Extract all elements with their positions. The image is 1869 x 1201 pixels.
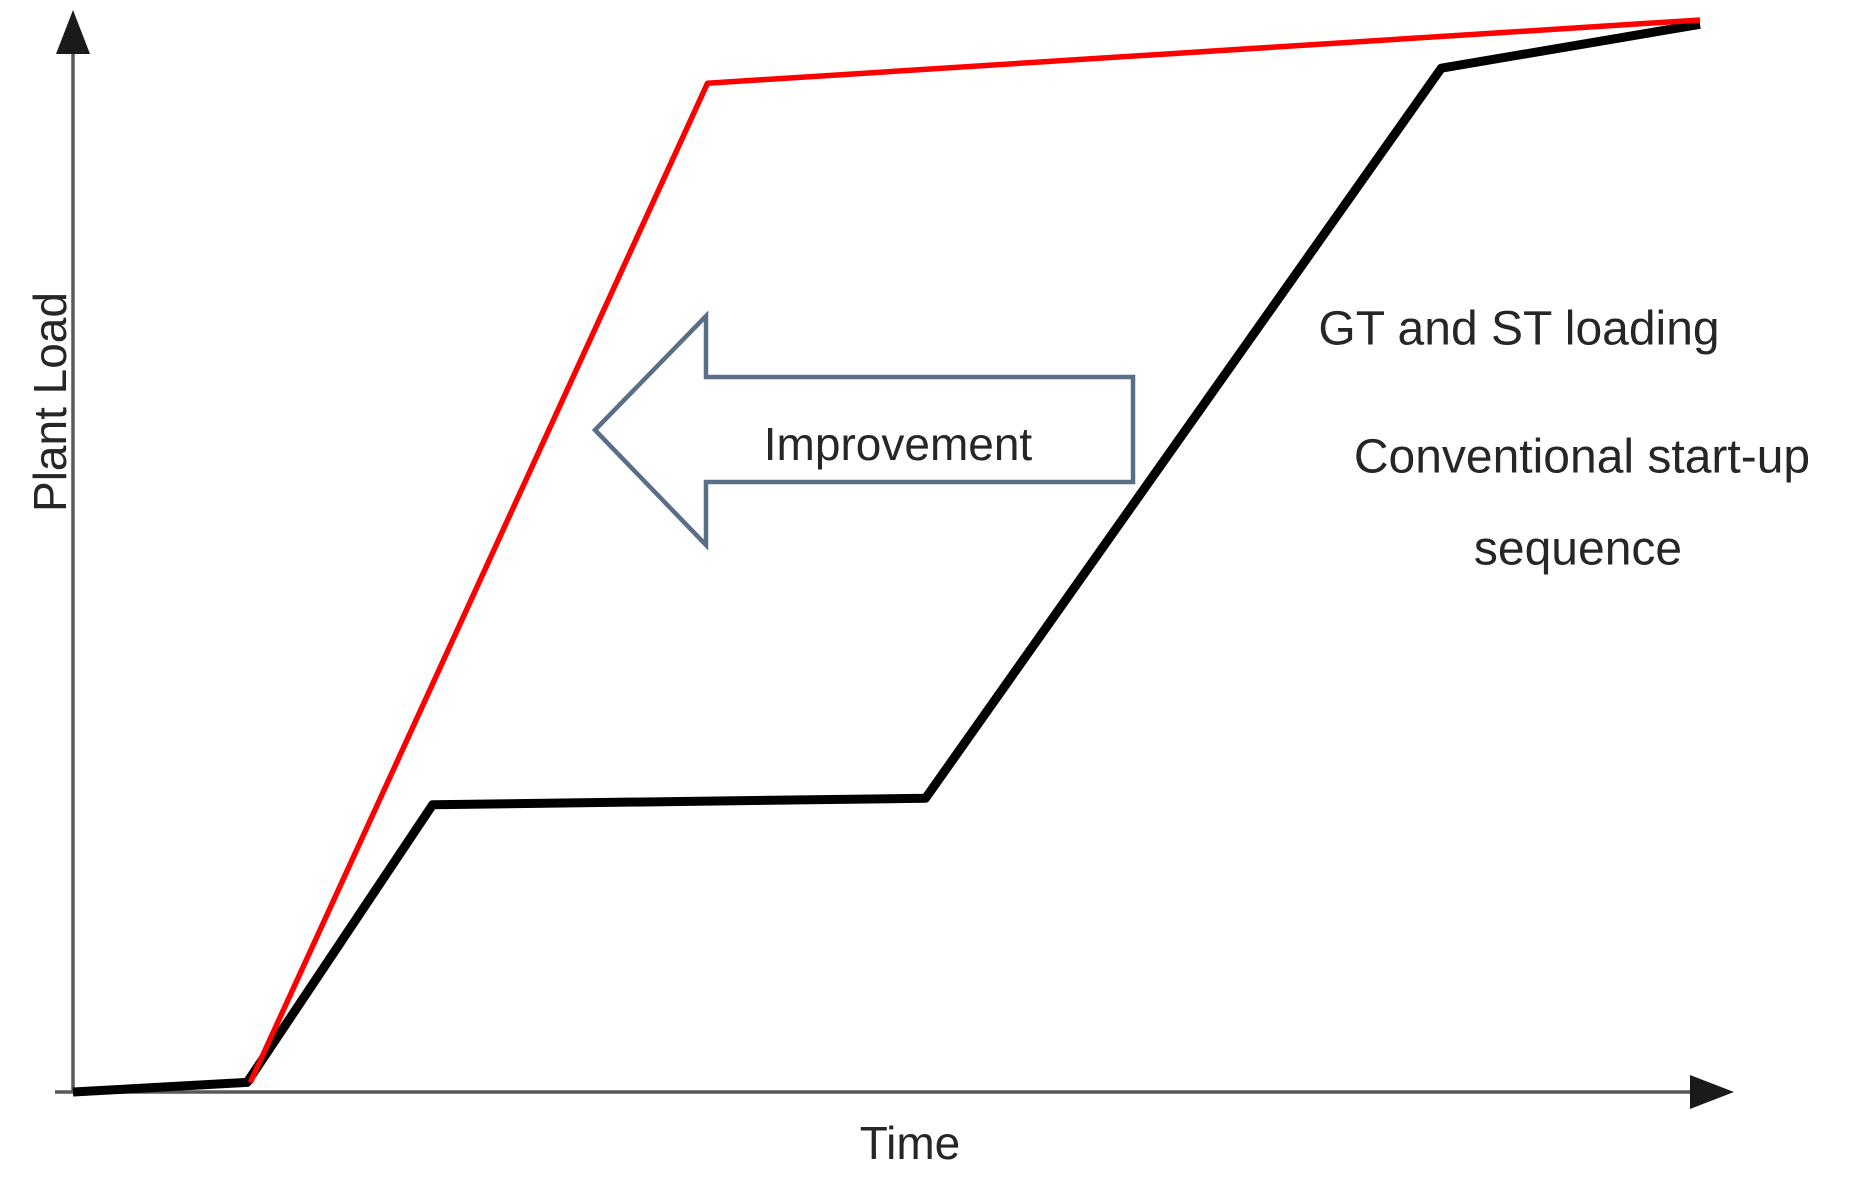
conventional-startup-label-line2: sequence <box>1474 523 1682 576</box>
conventional-startup-curve <box>72 19 1701 1097</box>
gt-st-loading-label: GT and ST loading <box>1318 303 1719 356</box>
y-axis-arrowhead-icon <box>56 10 90 54</box>
conventional-startup-label-line1: Conventional start-up <box>1354 431 1810 484</box>
improvement-left-block-arrow-icon <box>591 310 1136 551</box>
improved-startup-curve <box>247 17 1701 1084</box>
improvement-label: Improvement <box>764 418 1033 470</box>
x-axis-title: Time <box>860 1117 961 1169</box>
x-axis-arrowhead-icon <box>1690 1075 1734 1109</box>
y-axis-title: Plant Load <box>24 292 76 512</box>
